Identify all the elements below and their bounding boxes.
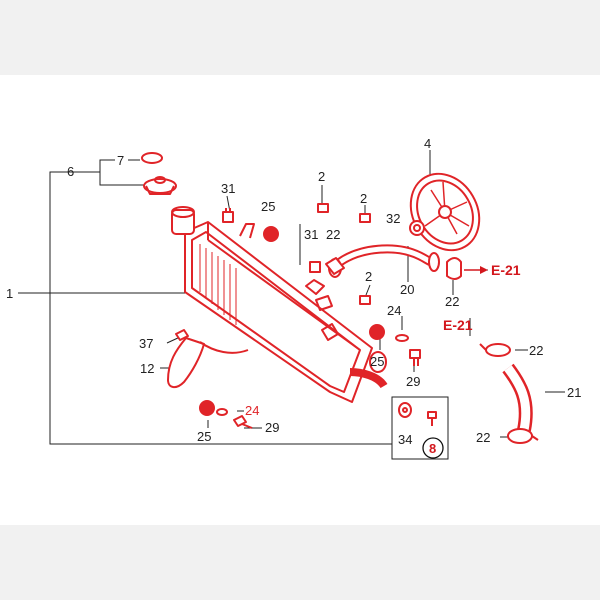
part-label-20: 20 [400,282,414,297]
thermo-switch [446,257,462,280]
ref-e21-label: E-21 [491,262,521,278]
part-label-8: 8 [429,441,436,456]
part-label-31: 31 [304,227,318,242]
bracket [167,337,249,388]
part-label-6: 6 [67,164,74,179]
radiator-cap [143,176,177,195]
part-label-22: 22 [529,343,543,358]
part-label-21: 21 [567,385,581,400]
part-label-7: 7 [117,153,124,168]
part-labels: 1 2 2 2 4 6 7 8 12 20 21 22 22 22 22 24 … [6,136,581,456]
part-label-25: 25 [261,199,275,214]
part-label-25: 25 [370,354,384,369]
part-label-12: 12 [140,361,154,376]
reference-labels: E-21 E-21 [443,262,521,333]
part-label-31: 31 [221,181,235,196]
radiator [171,206,388,403]
part-label-32: 32 [386,211,400,226]
part-label-34: 34 [398,432,412,447]
part-label-1: 1 [6,286,13,301]
hose-clamps [325,257,539,444]
part-label-22: 22 [326,227,340,242]
part-label-37: 37 [139,336,153,351]
part-label-29: 29 [265,420,279,435]
boxed-parts [398,402,437,426]
part-label-2: 2 [318,169,325,184]
ref-e21-label: E-21 [443,317,473,333]
part-label-24: 24 [387,303,401,318]
part-label-22: 22 [476,430,490,445]
part-label-22: 22 [445,294,459,309]
bolts [175,329,421,429]
o-ring [141,152,163,164]
part-label-29: 29 [406,374,420,389]
parts [141,152,539,444]
part-label-2: 2 [360,191,367,206]
part-label-25: 25 [197,429,211,444]
part-label-2: 2 [365,269,372,284]
part-label-24: 24 [245,403,259,418]
part-label-4: 4 [424,136,431,151]
grommets [199,203,425,416]
highlight-circle [422,437,444,459]
